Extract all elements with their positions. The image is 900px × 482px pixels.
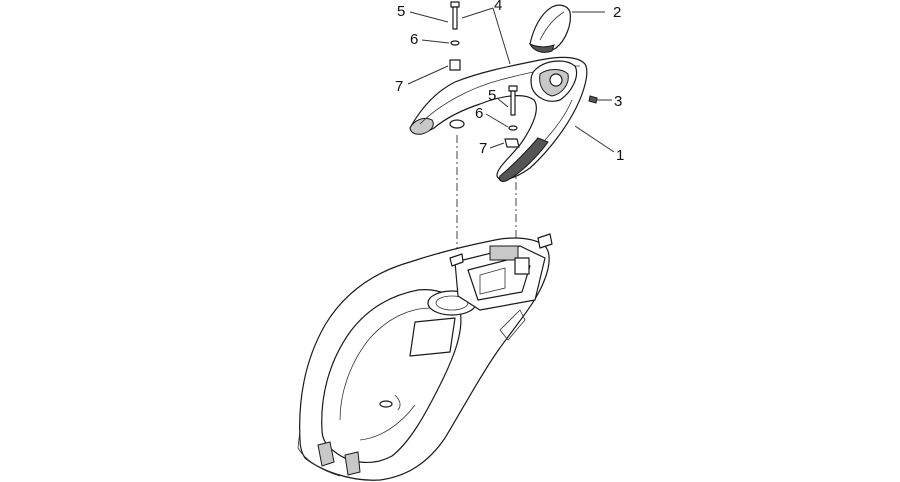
part-cover-cap	[528, 4, 571, 53]
callout-5-upper: 5	[397, 3, 405, 20]
callout-3: 3	[614, 93, 622, 110]
callout-5-lower: 5	[488, 87, 496, 104]
callout-4: 4	[494, 0, 502, 14]
callout-7-lower: 7	[479, 140, 487, 157]
fastener-set-right	[504, 85, 520, 148]
leader-lines	[407, 7, 615, 153]
callout-labels: 5 4 2 6 7 3 5 6 7 1	[395, 0, 624, 164]
callout-6-lower: 6	[475, 105, 483, 122]
callout-2: 2	[613, 4, 621, 21]
part-underseat-storage	[297, 233, 553, 481]
callout-1: 1	[616, 147, 624, 164]
callout-6-upper: 6	[410, 31, 418, 48]
callout-7-upper: 7	[395, 78, 403, 95]
part-rear-grab-handle	[409, 56, 588, 182]
fastener-set-left	[449, 1, 461, 71]
part-small-screw	[588, 95, 612, 104]
